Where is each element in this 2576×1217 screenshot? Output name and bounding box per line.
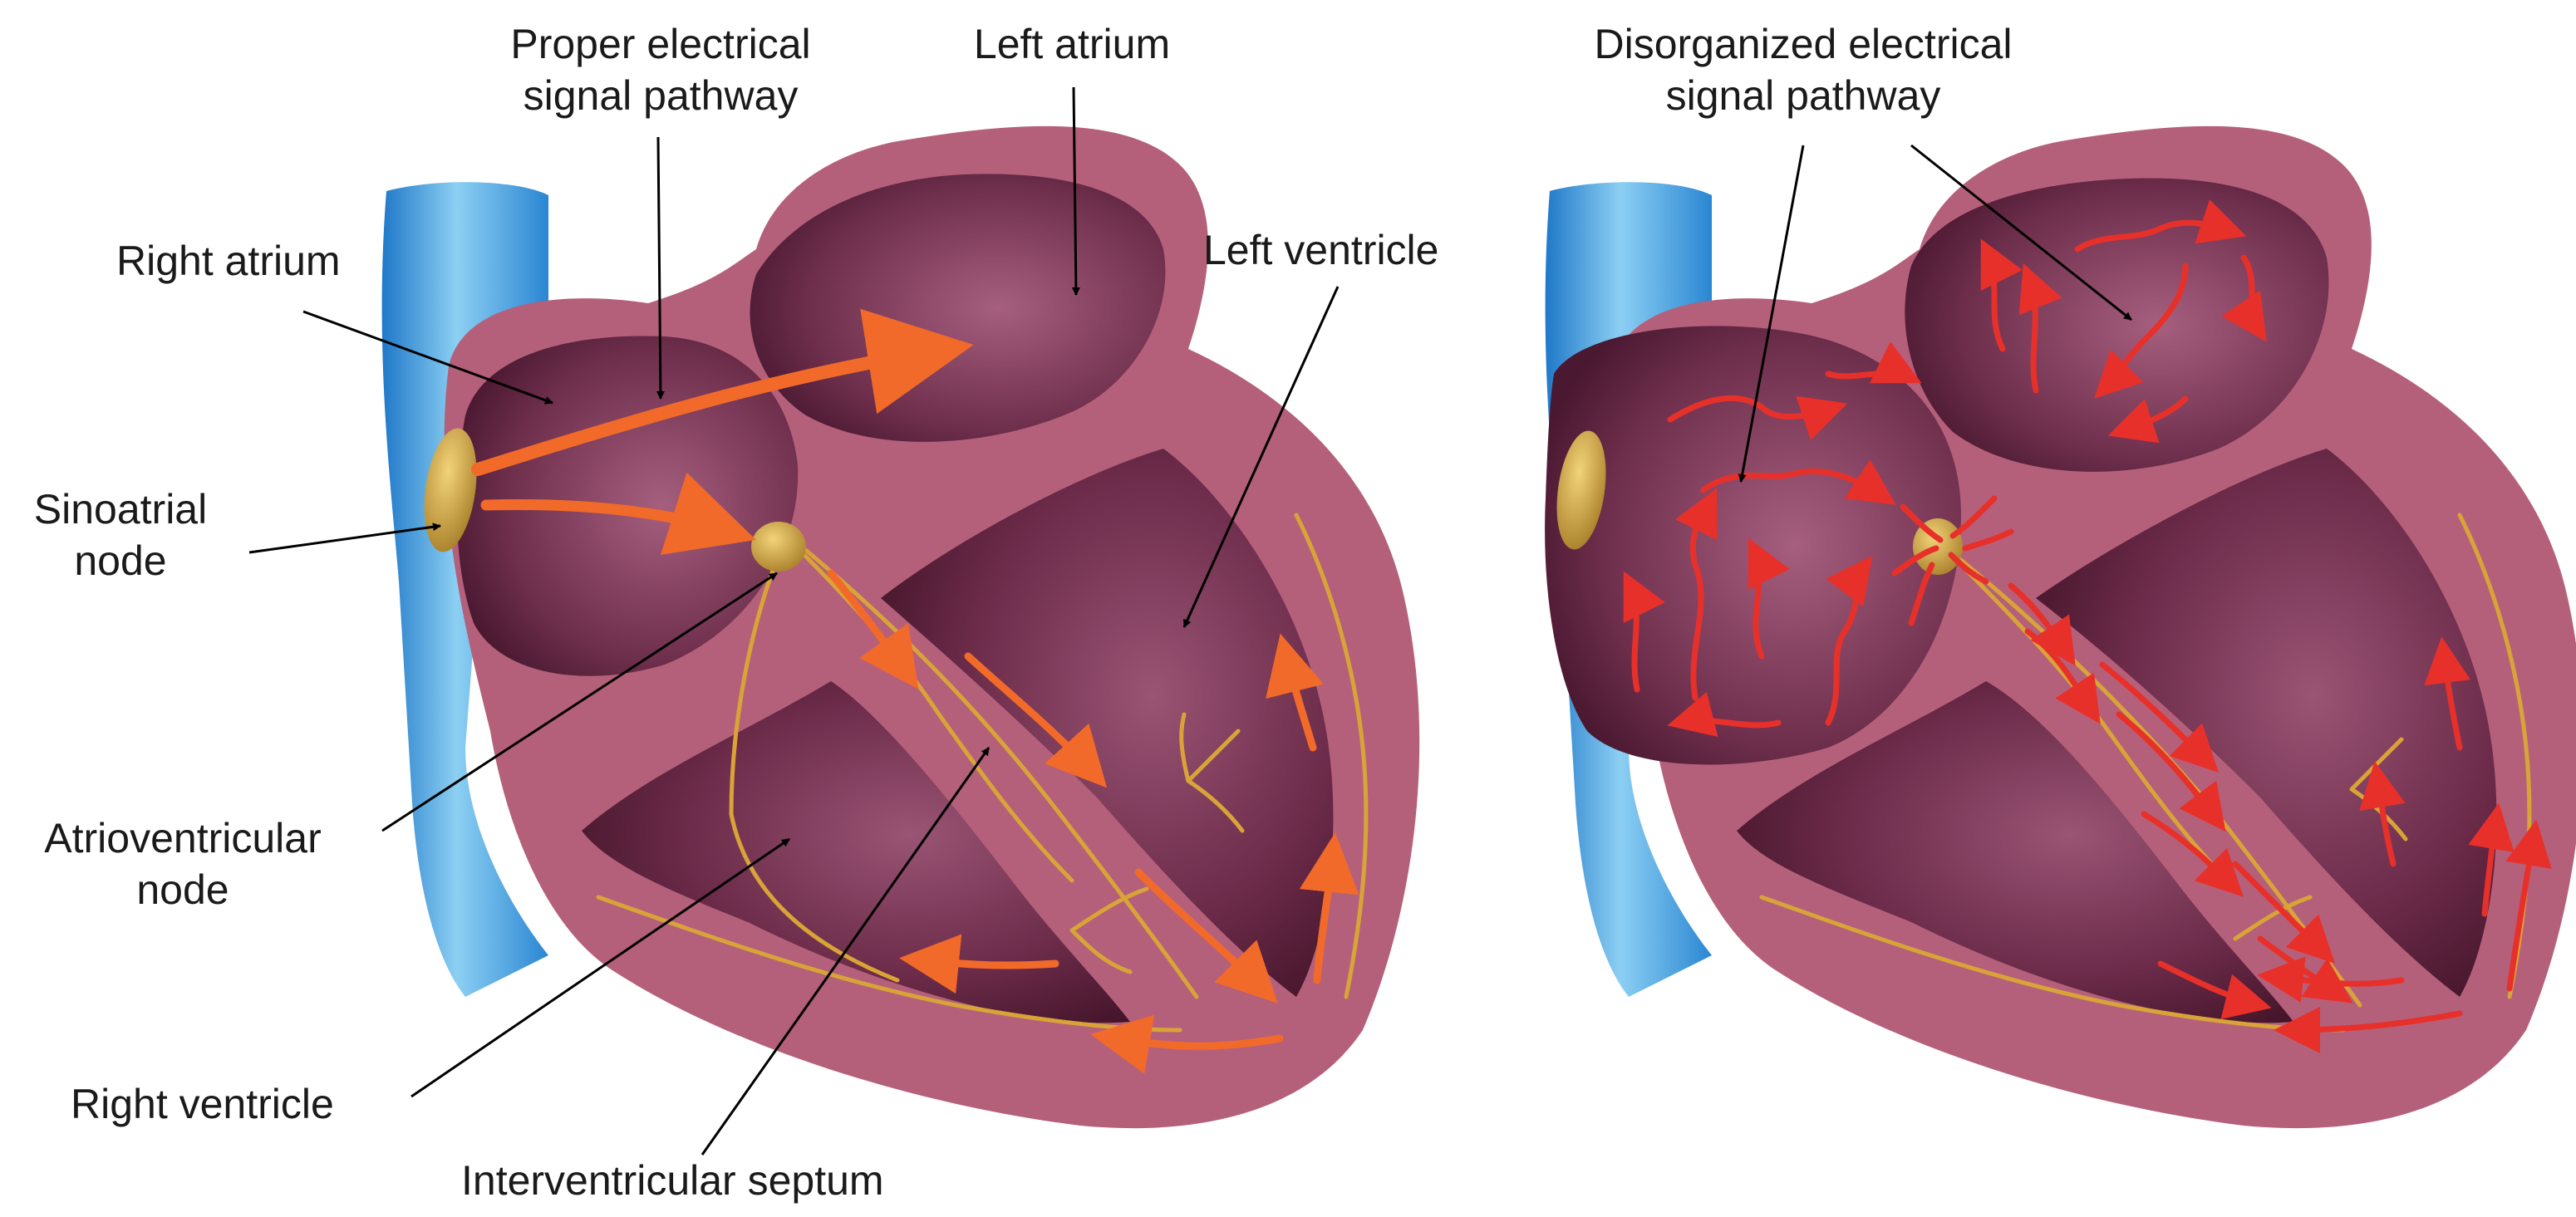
leader-left-atrium bbox=[1071, 86, 1080, 296]
leader-lines bbox=[248, 86, 2132, 1156]
label-disorganized-pathway-line2: signal pathway bbox=[1665, 72, 1941, 119]
sinoatrial-node-2 bbox=[1556, 430, 1606, 550]
leader-av-node bbox=[381, 572, 778, 832]
leader-proper-pathway bbox=[656, 136, 665, 400]
label-sinoatrial-node-line1: Sinoatrial bbox=[33, 486, 208, 532]
leader-sinoatrial-node bbox=[248, 523, 441, 554]
disorganized-signal-arrows bbox=[1623, 199, 2552, 1053]
label-left-atrium: Left atrium bbox=[973, 21, 1171, 67]
atrioventricular-node bbox=[751, 522, 806, 572]
leader-right-atrium bbox=[302, 310, 553, 405]
left-ventricle-chamber bbox=[881, 449, 1334, 997]
label-atrioventricular-node: Atrioventricular node bbox=[0, 812, 366, 915]
leader-right-ventricle bbox=[410, 837, 790, 1098]
label-disorganized-pathway: Disorganized electrical signal pathway bbox=[1546, 18, 2061, 121]
right-ventricle-chamber-2 bbox=[1737, 681, 2293, 1023]
label-av-node-line2: node bbox=[136, 866, 229, 913]
label-proper-pathway-line1: Proper electrical bbox=[510, 21, 811, 67]
normal-heart bbox=[381, 125, 1420, 1129]
fibrillating-heart bbox=[1545, 125, 2576, 1129]
label-sinoatrial-node: Sinoatrial node bbox=[8, 483, 233, 586]
label-right-ventricle: Right ventricle bbox=[71, 1081, 334, 1127]
label-proper-pathway-line2: signal pathway bbox=[523, 72, 799, 119]
leader-septum bbox=[701, 747, 991, 1156]
label-proper-pathway: Proper electrical signal pathway bbox=[478, 18, 843, 121]
label-disorganized-pathway-line1: Disorganized electrical bbox=[1594, 21, 2013, 67]
right-ventricle-chamber bbox=[582, 681, 1130, 1023]
label-interventricular-septum: Interventricular septum bbox=[461, 1157, 884, 1204]
leader-left-ventricle bbox=[1182, 286, 1340, 628]
sinoatrial-node bbox=[424, 428, 477, 552]
label-sinoatrial-node-line2: node bbox=[74, 537, 167, 584]
label-right-atrium: Right atrium bbox=[116, 238, 341, 284]
proper-signal-arrows bbox=[471, 308, 1359, 1074]
leader-disorganized-atrium bbox=[1738, 145, 1805, 483]
label-av-node-line1: Atrioventricular bbox=[44, 815, 322, 861]
left-ventricle-chamber-2 bbox=[2036, 449, 2497, 997]
label-left-ventricle: Left ventricle bbox=[1203, 227, 1439, 273]
left-atrium-chamber bbox=[750, 174, 1166, 442]
leader-disorganized-left-atrium bbox=[1910, 144, 2132, 321]
